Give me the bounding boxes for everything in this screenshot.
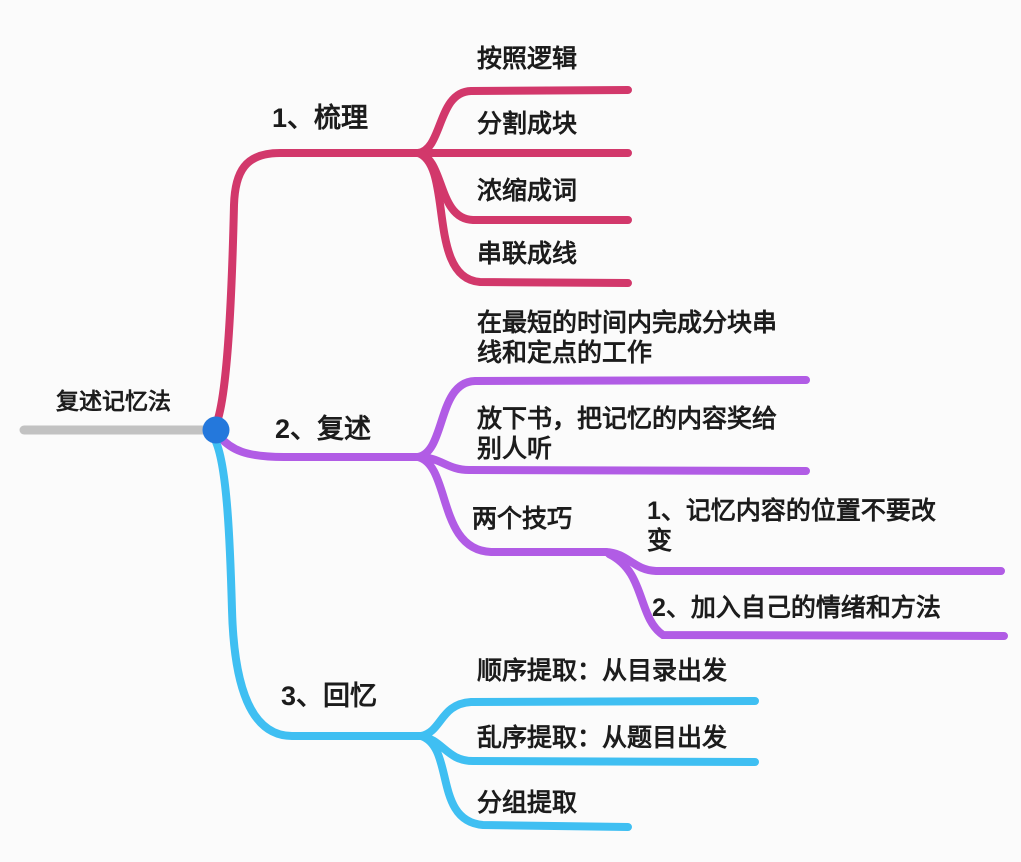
- branch-2-stem-line: [215, 432, 810, 475]
- branch-2-connector-lines: [215, 376, 1008, 640]
- branch-2-child-2-label[interactable]: 放下书，把记忆的内容奖给别人听: [477, 405, 778, 463]
- branch-1-child-3-label[interactable]: 浓缩成词: [477, 177, 578, 205]
- branch-2-child-1-label[interactable]: 在最短的时间内完成分块串线和定点的工作: [477, 309, 778, 367]
- branch-1-connector-lines: [213, 86, 632, 426]
- branch-1-child-1-line: [414, 86, 632, 157]
- root-node-label[interactable]: 复述记忆法: [56, 388, 171, 414]
- branch-1-child-1-label[interactable]: 按照逻辑: [477, 45, 578, 73]
- branch-3-connector-lines: [212, 438, 759, 831]
- root-junction-dot[interactable]: [202, 416, 230, 444]
- branch-2-label[interactable]: 2、复述: [275, 414, 372, 444]
- branch-3-child-2-label[interactable]: 乱序提取：从题目出发: [477, 724, 728, 752]
- branch-3-child-3-line: [417, 732, 632, 831]
- branch-2-child-3-label[interactable]: 两个技巧: [472, 505, 573, 533]
- branch-3-child-1-label[interactable]: 顺序提取：从目录出发: [477, 657, 728, 685]
- branch-2-grandchild-2-label[interactable]: 2、加入自己的情绪和方法: [652, 594, 941, 622]
- branch-3-label[interactable]: 3、回忆: [281, 681, 378, 711]
- branch-2-grandchild-1-label[interactable]: 1、记忆内容的位置不要改变: [647, 497, 936, 555]
- branch-1-child-4-label[interactable]: 串联成线: [477, 240, 578, 268]
- branch-2-grandchild-2-line: [605, 550, 1008, 640]
- branch-2-child-3-line: [414, 453, 610, 556]
- branch-1-stem-line: [213, 149, 632, 426]
- branch-3-child-3-label[interactable]: 分组提取: [477, 789, 578, 817]
- branch-2-child-1-line: [414, 376, 810, 461]
- branch-3-stem-line: [212, 438, 425, 740]
- branch-1-child-4-line: [414, 149, 632, 287]
- branch-1-label[interactable]: 1、梳理: [272, 103, 369, 133]
- branch-1-child-2-label[interactable]: 分割成块: [477, 110, 578, 138]
